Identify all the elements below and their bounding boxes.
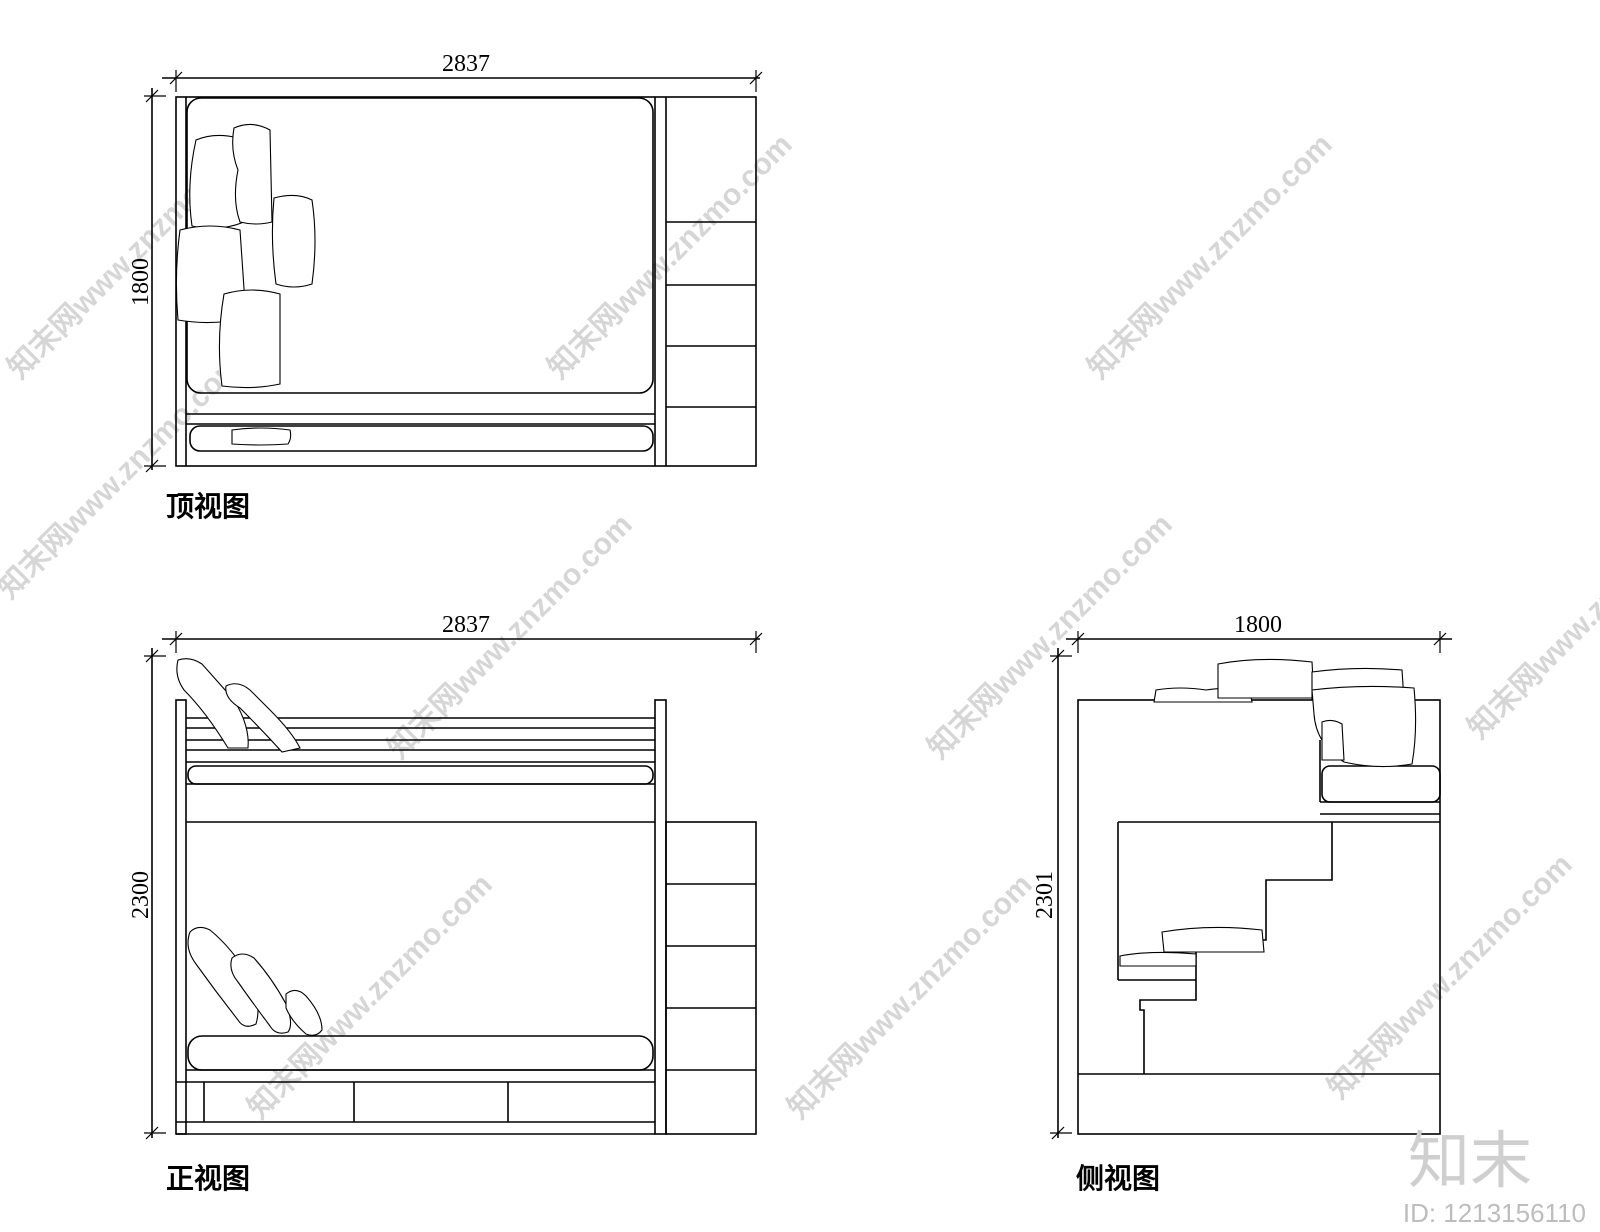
brand-logo-text: 知末 (1408, 1124, 1532, 1197)
front-step-cabinet (665, 821, 757, 1135)
top-view-label: 顶视图 (166, 490, 250, 523)
side-upper-pillows (1153, 658, 1417, 768)
watermark-text: 知末网www.znzmo.com (1322, 848, 1579, 1105)
brand-watermark: 知末 ID: 1213156110 (1403, 1124, 1586, 1228)
image-id-text: ID: 1213156110 (1403, 1198, 1586, 1228)
side-height-dimension: 2301 (1032, 648, 1072, 1140)
front-upper-mattress (187, 765, 654, 785)
front-right-post (654, 699, 667, 1135)
side-stair-profile (1117, 821, 1440, 1074)
side-upper-mattress (1321, 765, 1441, 803)
watermark-text: 知末网www.znzmo.com (1462, 488, 1600, 745)
front-lower-pillows (187, 926, 323, 1036)
front-lower-mattress (187, 1035, 654, 1071)
side-outline (1077, 699, 1441, 1135)
side-width-dimension: 1800 (1066, 612, 1452, 653)
side-view: 1800 2301 侧视图 (1032, 612, 1452, 1195)
front-drawers (176, 1082, 655, 1135)
side-lower-pillows (1119, 926, 1265, 967)
side-view-label: 侧视图 (1076, 1162, 1160, 1195)
top-view: 2837 1800 (128, 51, 763, 523)
front-left-post (175, 699, 187, 1135)
watermark-text: 知末网www.znzmo.com (782, 868, 1039, 1125)
front-height-dimension: 2300 (128, 648, 166, 1140)
top-width-dimension: 2837 (162, 51, 763, 92)
front-height-label: 2300 (128, 871, 154, 919)
top-lower-mattress (189, 425, 654, 452)
top-height-label: 1800 (128, 258, 154, 306)
top-width-label: 2837 (442, 51, 490, 77)
front-width-dimension: 2837 (162, 612, 763, 653)
front-width-label: 2837 (442, 612, 490, 638)
top-height-dimension: 1800 (128, 88, 166, 473)
watermark-text: 知末网www.znzmo.com (0, 348, 249, 605)
front-view: 2837 2300 (128, 612, 763, 1195)
watermark-text: 知末网www.znzmo.com (382, 508, 639, 765)
side-height-label: 2301 (1032, 871, 1058, 919)
front-view-label: 正视图 (166, 1162, 250, 1195)
watermark-text: 知末网www.znzmo.com (922, 508, 1179, 765)
top-pillows (175, 123, 316, 446)
front-upper-pillows (176, 658, 301, 753)
side-width-label: 1800 (1234, 612, 1282, 638)
watermark-text: 知末网www.znzmo.com (1082, 128, 1339, 385)
